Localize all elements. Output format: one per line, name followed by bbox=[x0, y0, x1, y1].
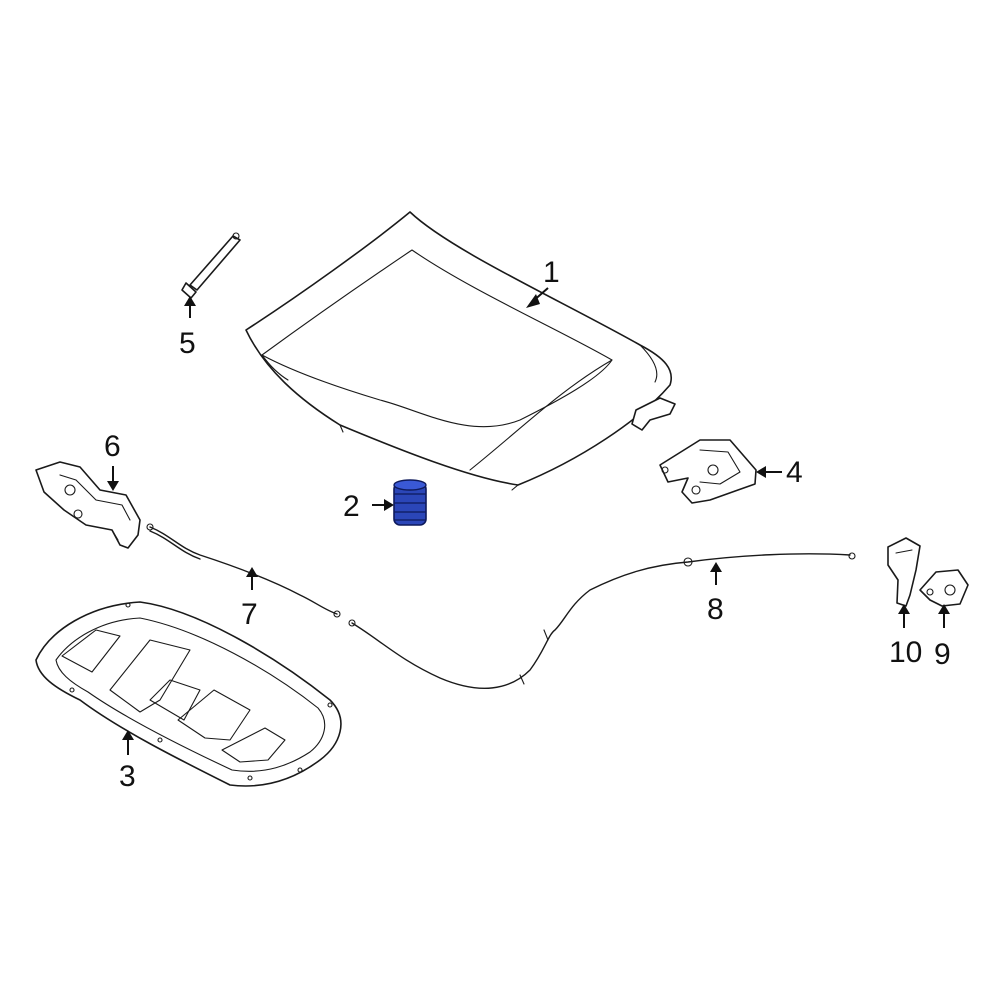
latch-release-cable-main[interactable] bbox=[348, 552, 856, 689]
callout-2: 2 bbox=[343, 490, 360, 523]
hood-insulator[interactable] bbox=[35, 601, 342, 787]
callout-5: 5 bbox=[179, 327, 196, 360]
callout-8: 8 bbox=[707, 593, 724, 626]
hood-hinge[interactable] bbox=[659, 439, 757, 504]
hood-support-strut[interactable] bbox=[181, 232, 241, 299]
callout-10: 10 bbox=[889, 636, 922, 669]
callout-7: 7 bbox=[241, 598, 258, 631]
callout-4: 4 bbox=[786, 456, 803, 489]
hood-bumper[interactable] bbox=[393, 479, 427, 526]
callout-3: 3 bbox=[119, 760, 136, 793]
hood-release-handle[interactable] bbox=[887, 537, 921, 607]
callout-arrows bbox=[107, 287, 950, 755]
hood-latch[interactable] bbox=[35, 461, 141, 549]
callout-1: 1 bbox=[543, 256, 560, 289]
callout-9: 9 bbox=[934, 638, 951, 671]
hood-panel[interactable] bbox=[245, 211, 676, 491]
callout-6: 6 bbox=[104, 430, 121, 463]
release-handle-bracket[interactable] bbox=[919, 569, 969, 607]
